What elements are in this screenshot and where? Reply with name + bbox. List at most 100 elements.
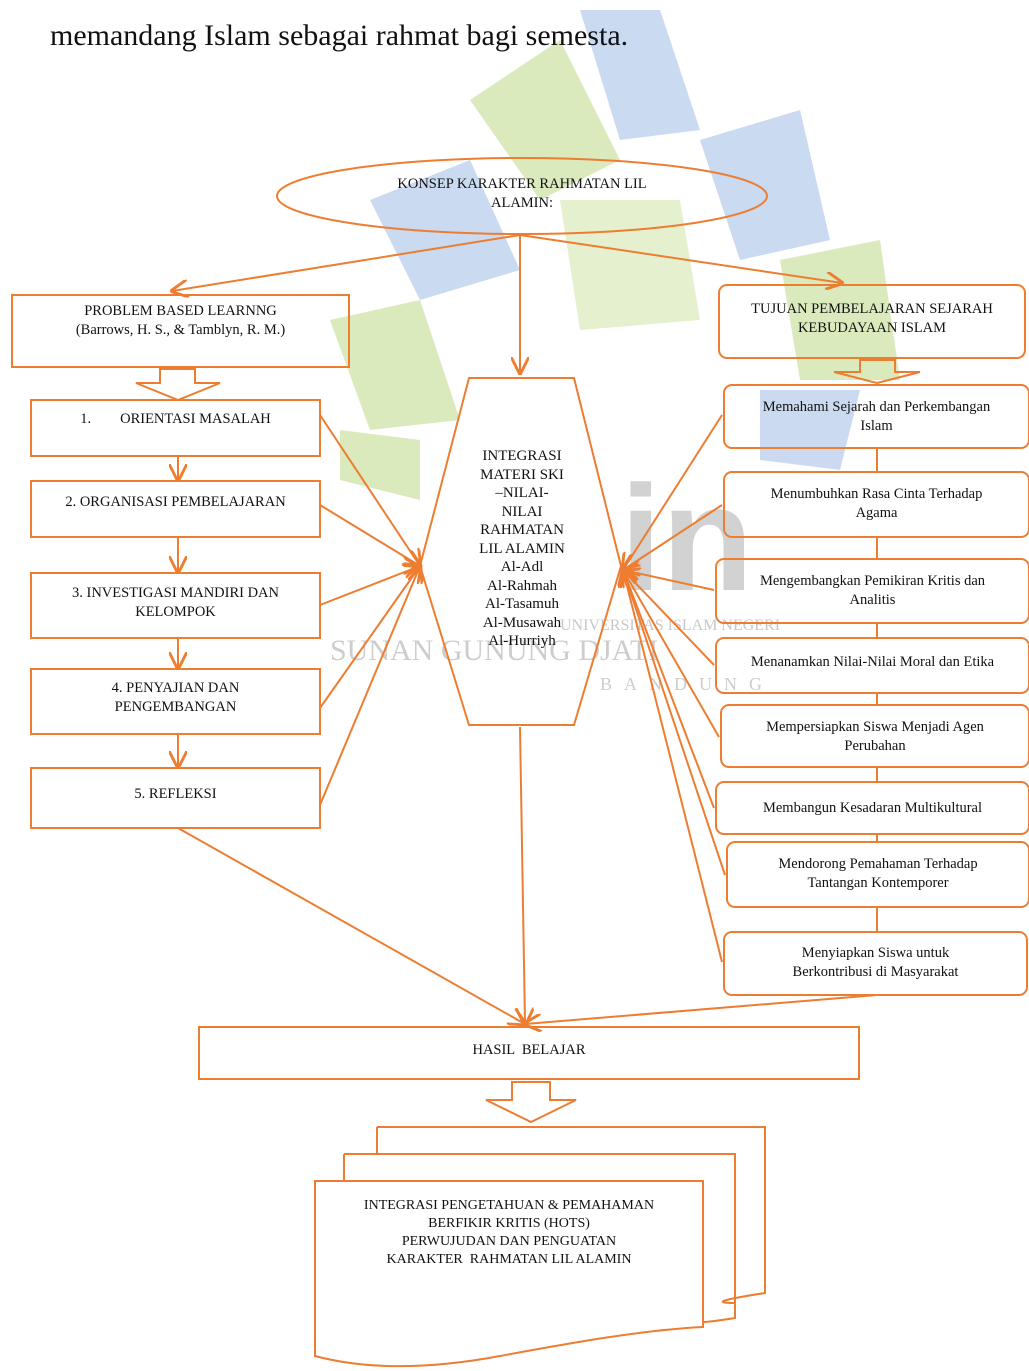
result-box <box>198 1026 860 1080</box>
watermark-petal-blue-right <box>700 110 830 260</box>
arrow-step1-center <box>319 414 420 566</box>
goal4-box <box>715 637 1029 694</box>
goals-title-box <box>718 284 1026 359</box>
top-concept-ellipse <box>276 157 768 235</box>
goal2-line2: Agama <box>855 505 898 521</box>
page-heading: memandang Islam sebagai rahmat bagi seme… <box>50 19 629 52</box>
pbl-box <box>11 294 350 368</box>
goal6-box <box>715 781 1029 835</box>
step3-line2: KELOMPOK <box>135 604 216 620</box>
goal8-line2: Berkontribusi di Masyarakat <box>792 964 959 980</box>
arrow-step3-center <box>319 566 420 606</box>
top-concept-label: KONSEP KARAKTER RAHMATAN LIL ALAMIN: <box>330 173 714 215</box>
step4-label: 4. PENYAJIAN DAN PENGEMBANGAN <box>31 677 320 719</box>
goal3-label: Mengembangkan Pemikiran Kritis dan Anali… <box>716 570 1029 612</box>
center-line-2: MATERI SKI <box>480 466 564 483</box>
goal1-line2: Islam <box>860 418 893 434</box>
pbl-title: PROBLEM BASED LEARNNG <box>84 303 277 319</box>
goals-block-arrow <box>833 359 921 385</box>
arrow-center-result <box>520 726 525 1024</box>
output-line4: KARAKTER RAHMATAN LIL ALAMIN <box>386 1252 632 1267</box>
top-concept-line2: ALAMIN: <box>490 195 554 211</box>
goal4-label: Menanamkan Nilai-Nilai Moral dan Etika <box>750 653 995 670</box>
arrow-goal7-center <box>623 570 726 876</box>
arrow-goal2-center <box>623 504 723 570</box>
goal1-label: Memahami Sejarah dan Perkembangan Islam <box>724 396 1029 438</box>
center-label: INTEGRASI MATERI SKI –NILAI- NILAI RAHMA… <box>452 432 592 666</box>
arrow-goal3-center <box>623 570 715 591</box>
goal5-line2: Perubahan <box>844 738 906 754</box>
goal3-line2: Analitis <box>849 592 896 608</box>
goal3-line1: Mengembangkan Pemikiran Kritis dan <box>759 573 986 589</box>
goal8-label: Menyiapkan Siswa untuk Berkontribusi di … <box>724 942 1027 984</box>
goal3-box <box>715 558 1029 624</box>
arrow-goal6-center <box>623 570 715 809</box>
output-doc-mid <box>344 1153 736 1323</box>
watermark-petal-green-right <box>780 240 900 380</box>
step4-line2: PENGEMBANGAN <box>114 699 237 715</box>
goal8-line1: Menyiapkan Siswa untuk <box>801 945 950 961</box>
center-line-1: INTEGRASI <box>482 448 562 465</box>
goal5-label: Mempersiapkan Siswa Menjadi Agen Perubah… <box>721 716 1029 758</box>
step3-label: 3. INVESTIGASI MANDIRI DAN KELOMPOK <box>31 582 320 624</box>
output-doc-back <box>377 1126 766 1304</box>
center-line-5: RAHMATAN <box>480 522 564 539</box>
arrow-ellipse-to-goals <box>519 234 842 283</box>
goal6-label: Membangun Kesadaran Multikultural <box>762 799 983 816</box>
step1-box <box>30 399 321 457</box>
goal2-line1: Menumbuhkan Rasa Cinta Terhadap <box>770 486 983 502</box>
center-line-10: Al-Musawah <box>482 614 562 631</box>
watermark-petal-blue-lower <box>760 390 860 470</box>
pbl-block-arrow <box>135 368 221 402</box>
output-line2: BERFIKIR KRITIS (HOTS) <box>428 1216 590 1231</box>
goal7-label: Mendorong Pemahaman Terhadap Tantangan K… <box>727 853 1029 895</box>
goals-title: TUJUAN PEMBELAJARAN SEJARAH KEBUDAYAAN I… <box>719 298 1025 340</box>
watermark-petal-green-lower <box>340 430 420 500</box>
arrow-step2-center <box>319 504 420 566</box>
goals-title-line2: KEBUDAYAAN ISLAM <box>797 320 947 336</box>
arrow-goal8-center <box>623 570 723 963</box>
output-doc-front <box>314 1180 704 1368</box>
output-line1: INTEGRASI PENGETAHUAN & PEMAHAMAN <box>363 1198 655 1213</box>
center-line-8: Al-Rahmah <box>487 577 557 594</box>
arrow-step4-center <box>319 566 420 709</box>
arrow-goal8-result <box>525 994 878 1024</box>
result-label: HASIL BELAJAR <box>472 1041 586 1058</box>
goal5-line1: Mempersiapkan Siswa Menjadi Agen <box>766 719 984 735</box>
center-line-6: LIL ALAMIN <box>479 540 565 557</box>
watermark-petal-blue-top <box>580 10 700 140</box>
step3-line1: 3. INVESTIGASI MANDIRI DAN <box>71 585 279 601</box>
center-line-9: Al-Tasamuh <box>485 596 559 613</box>
center-line-4: NILAI <box>501 503 543 520</box>
arrow-step5-center <box>319 566 420 806</box>
step2-label: 2. ORGANISASI PEMBELAJARAN <box>65 493 286 510</box>
watermark-line3: BANDUNG <box>600 674 774 694</box>
arrow-step5-result <box>177 827 525 1024</box>
center-line-7: Al-Adl <box>500 559 544 576</box>
arrow-ellipse-to-pbl <box>172 234 521 291</box>
arrow-goal1-center <box>623 414 723 570</box>
goal2-label: Menumbuhkan Rasa Cinta Terhadap Agama <box>724 483 1029 525</box>
watermark-petal-green-left <box>330 300 460 430</box>
top-concept-line1: KONSEP KARAKTER RAHMATAN LIL <box>397 176 647 192</box>
goal5-box <box>720 704 1029 768</box>
goals-title-line1: TUJUAN PEMBELAJARAN SEJARAH <box>751 301 993 317</box>
watermark-petal-blue-left <box>370 160 520 300</box>
watermark-initials: in <box>620 454 753 622</box>
output-label: INTEGRASI PENGETAHUAN & PEMAHAMAN BERFIK… <box>315 1191 703 1275</box>
step4-line1: 4. PENYAJIAN DAN <box>111 680 240 696</box>
center-line-3: –NILAI- <box>495 485 549 502</box>
arrow-goal5-center <box>623 570 720 738</box>
center-hexagon <box>418 377 623 726</box>
result-block-arrow <box>485 1081 577 1124</box>
step1-label: 1. ORIENTASI MASALAH <box>80 410 271 427</box>
goal1-line1: Memahami Sejarah dan Perkembangan <box>762 399 991 415</box>
output-line3: PERWUJUDAN DAN PENGUATAN <box>401 1234 617 1249</box>
center-line-11: Al-Hurriyh <box>488 633 556 650</box>
pbl-label: PROBLEM BASED LEARNNG (Barrows, H. S., &… <box>12 300 349 342</box>
step5-label: 5. REFLEKSI <box>134 785 217 802</box>
pbl-citation: (Barrows, H. S., & Tamblyn, R. M.) <box>75 322 286 338</box>
